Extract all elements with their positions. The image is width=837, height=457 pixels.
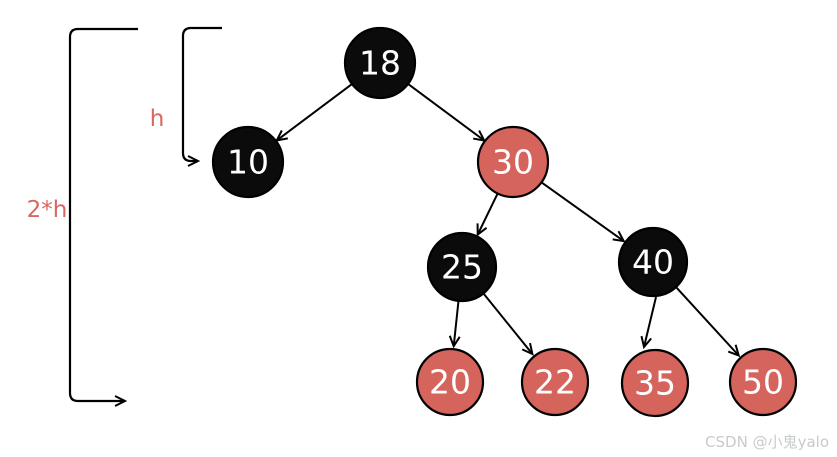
node-10-circle: [211, 125, 285, 199]
edge-25-20: [448, 300, 461, 349]
node-35-value: 35: [634, 364, 676, 403]
tree-node-35: 35: [620, 348, 690, 418]
tree-node-50: 50: [728, 347, 798, 417]
tree-node-20: 20: [415, 347, 485, 417]
node-25-circle: [426, 231, 498, 303]
node-25-value: 25: [441, 248, 483, 287]
outer-bracket-label: 2*h: [27, 197, 68, 223]
watermark: CSDN @小鬼yalo: [705, 433, 829, 451]
inner-bracket-label: h: [150, 106, 165, 132]
edge-18-10: [275, 82, 354, 142]
edge-30-25: [476, 192, 499, 237]
node-18-value: 18: [359, 44, 401, 83]
edge-30-40: [540, 180, 626, 243]
tree-node-40: 40: [617, 226, 689, 298]
node-30-circle: [476, 125, 550, 199]
edge-40-50: [675, 286, 741, 358]
tree-node-18: 18: [343, 26, 417, 100]
tree-node-22: 22: [520, 347, 590, 417]
inner-bracket-h: [181, 26, 222, 167]
node-40-circle: [617, 226, 689, 298]
tree-node-30: 30: [476, 125, 550, 199]
node-50-circle: [728, 347, 798, 417]
node-40-value: 40: [632, 243, 674, 282]
node-35-circle: [620, 348, 690, 418]
node-18-circle: [343, 26, 417, 100]
tree-edges: [275, 82, 741, 358]
edge-25-22: [482, 292, 534, 356]
node-50-value: 50: [742, 363, 784, 402]
tree-node-25: 25: [426, 231, 498, 303]
node-22-circle: [520, 347, 590, 417]
node-22-value: 22: [534, 363, 576, 402]
edge-40-35: [640, 296, 657, 350]
node-20-value: 20: [429, 363, 471, 402]
height-brackets: 2*h h: [27, 26, 222, 407]
node-10-value: 10: [227, 143, 269, 182]
node-30-value: 30: [492, 143, 534, 182]
edge-18-30: [406, 82, 486, 142]
tree-node-10: 10: [211, 125, 285, 199]
outer-bracket-2h: [68, 27, 138, 407]
node-20-circle: [415, 347, 485, 417]
tree-nodes: 18 10 30 25 40 20: [211, 26, 798, 418]
